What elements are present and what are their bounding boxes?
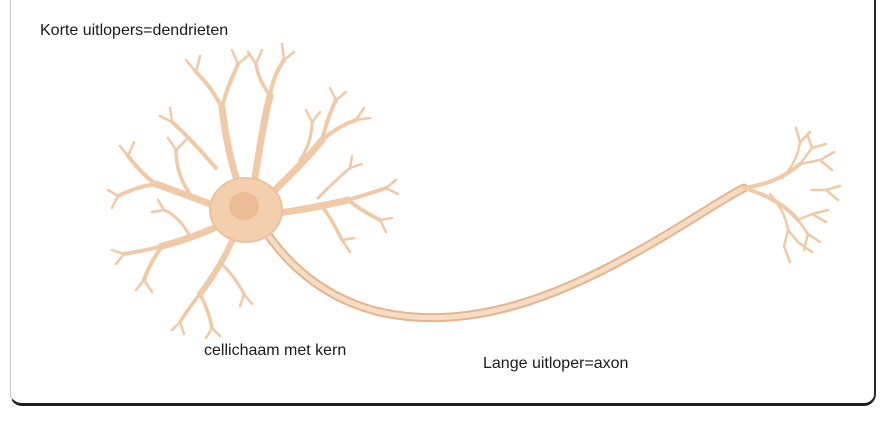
axon bbox=[262, 188, 744, 318]
axon-terminals bbox=[744, 128, 840, 262]
cell-body bbox=[210, 178, 282, 242]
axon-label: Lange uitloper=axon bbox=[483, 355, 628, 373]
cell-body-label: cellichaam met kern bbox=[204, 342, 346, 360]
dendrites-label: Korte uitlopers=dendrieten bbox=[40, 22, 228, 40]
nucleus bbox=[229, 192, 259, 220]
